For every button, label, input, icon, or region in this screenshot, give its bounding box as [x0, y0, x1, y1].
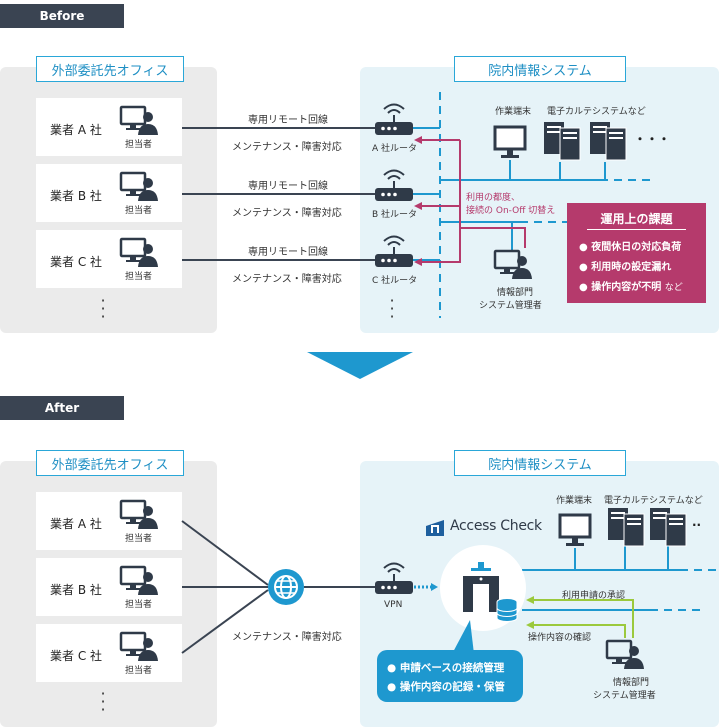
- before-maint-label-c: メンテナンス・障害対応: [232, 274, 342, 285]
- switch-note-line1: 利用の都度、: [466, 193, 521, 203]
- router-c-label: C 社ルータ: [372, 276, 418, 286]
- issues-underline: [587, 229, 686, 230]
- before-vendor-b-role: 担当者: [125, 206, 153, 216]
- operator-icon: [119, 499, 158, 529]
- before-vendor-b-name: 業者 B 社: [50, 189, 102, 203]
- after-admin-line2: システム管理者: [593, 691, 656, 701]
- issue-item-text: 利用時の設定漏れ: [591, 262, 672, 273]
- issue-item: ● 夜間休日の対応負荷: [579, 242, 682, 253]
- after-vendor-a-name: 業者 A 社: [50, 517, 102, 531]
- after-vendor-b-name: 業者 B 社: [50, 583, 102, 597]
- before-vendor-a-name: 業者 A 社: [50, 123, 102, 137]
- issues-title: 運用上の課題: [600, 212, 673, 226]
- after-vendor-panel-title: 外部委託先オフィス: [36, 450, 184, 476]
- access-check-product-name: Access Check: [450, 518, 542, 534]
- approve-label: 利用申請の承認: [562, 591, 626, 601]
- admin-icon: [605, 639, 644, 669]
- before-vendor-c-role: 担当者: [125, 272, 153, 282]
- after-emr-label: 電子カルテシステムなど: [604, 496, 703, 506]
- after-maint-label: メンテナンス・障害対応: [232, 632, 342, 643]
- after-vendor-a-role: 担当者: [125, 534, 153, 544]
- after-vendor-card-a: [36, 492, 182, 550]
- operator-icon: [119, 237, 158, 267]
- server-icon: [590, 122, 627, 161]
- after-hospital-panel-title: 院内情報システム: [454, 450, 626, 476]
- vpn-label: VPN: [384, 600, 403, 610]
- issue-item: ● 利用時の設定漏れ: [579, 262, 672, 273]
- after-tag: After: [0, 396, 124, 420]
- switch-note-line2: 接続の On-Off 切替え: [466, 206, 556, 216]
- monitor-icon: [558, 513, 592, 546]
- issues-box: 運用上の課題 ● 夜間休日の対応負荷 ● 利用時の設定漏れ ● 操作内容が不明 …: [567, 203, 706, 303]
- operator-icon: [119, 105, 158, 135]
- before-admin-line2: システム管理者: [479, 301, 542, 311]
- before-line-label-b: 専用リモート回線: [248, 181, 328, 192]
- before-line-label-c: 専用リモート回線: [248, 247, 328, 258]
- before-hospital-panel-title: 院内情報システム: [454, 56, 626, 82]
- before-tag: Before: [0, 4, 124, 28]
- benefit-text: 操作内容の記録・保管: [399, 681, 505, 693]
- before-vendor-a-role: 担当者: [125, 140, 153, 150]
- before-admin-line1: 情報部門: [497, 288, 534, 298]
- before-maint-label-a: メンテナンス・障害対応: [232, 142, 342, 153]
- issue-item-text: 夜間休日の対応負荷: [591, 242, 682, 253]
- bubble-pointer: [452, 620, 474, 654]
- vpn-router-icon: [375, 562, 413, 594]
- issue-item: ● 操作内容が不明 など: [579, 282, 683, 293]
- database-icon: [496, 598, 518, 622]
- access-check-logo-icon: [426, 520, 444, 536]
- benefit-item: ● 申請ベースの接続管理: [387, 662, 505, 674]
- confirm-label: 操作内容の確認: [528, 633, 592, 643]
- after-system-more: ··: [692, 518, 702, 532]
- before-vendor-card-a: [36, 98, 182, 156]
- internet-globe-icon: [268, 569, 304, 605]
- after-vendor-c-name: 業者 C 社: [50, 649, 103, 663]
- before-connection-lines: [182, 92, 650, 318]
- server-icon: [650, 508, 687, 547]
- gate-icon: [463, 562, 499, 612]
- before-vendor-panel-title: 外部委託先オフィス: [36, 56, 184, 82]
- router-b-label: B 社ルータ: [372, 210, 418, 220]
- router-icon: [375, 103, 413, 135]
- before-vendor-c-name: 業者 C 社: [50, 255, 103, 269]
- after-admin-line1: 情報部門: [613, 678, 650, 688]
- before-vendor-more: ···: [100, 291, 106, 326]
- after-vendor-card-c: [36, 624, 182, 682]
- monitor-icon: [493, 125, 527, 158]
- router-icon: [375, 169, 413, 201]
- admin-icon: [493, 249, 532, 279]
- before-vendor-card-b: [36, 164, 182, 222]
- before-system-more: ・・・: [634, 132, 671, 146]
- after-vendor-c-role: 担当者: [125, 666, 153, 676]
- issue-item-text: 操作内容が不明: [591, 282, 662, 293]
- benefit-item: ● 操作内容の記録・保管: [387, 681, 505, 693]
- operator-icon: [119, 565, 158, 595]
- benefit-text: 申請ベースの接続管理: [399, 662, 505, 674]
- before-terminal-label: 作業端末: [495, 107, 532, 117]
- after-vendor-card-b: [36, 558, 182, 616]
- before-emr-label: 電子カルテシステムなど: [547, 107, 646, 117]
- after-vendor-more: ···: [100, 684, 106, 719]
- before-router-more: ···: [389, 291, 395, 326]
- before-maint-label-b: メンテナンス・障害対応: [232, 208, 342, 219]
- router-icon: [375, 235, 413, 267]
- operator-icon: [119, 171, 158, 201]
- server-icon: [544, 122, 581, 161]
- after-terminal-label: 作業端末: [556, 496, 593, 506]
- server-icon: [608, 508, 645, 547]
- operator-icon: [119, 631, 158, 661]
- router-a-label: A 社ルータ: [372, 144, 418, 154]
- issue-suffix: など: [664, 283, 683, 293]
- after-vendor-b-role: 担当者: [125, 600, 153, 610]
- transition-arrow: [307, 352, 413, 379]
- before-vendor-card-c: [36, 230, 182, 288]
- before-line-label-a: 専用リモート回線: [248, 115, 328, 126]
- benefits-bubble: ● 申請ベースの接続管理 ● 操作内容の記録・保管: [377, 650, 523, 702]
